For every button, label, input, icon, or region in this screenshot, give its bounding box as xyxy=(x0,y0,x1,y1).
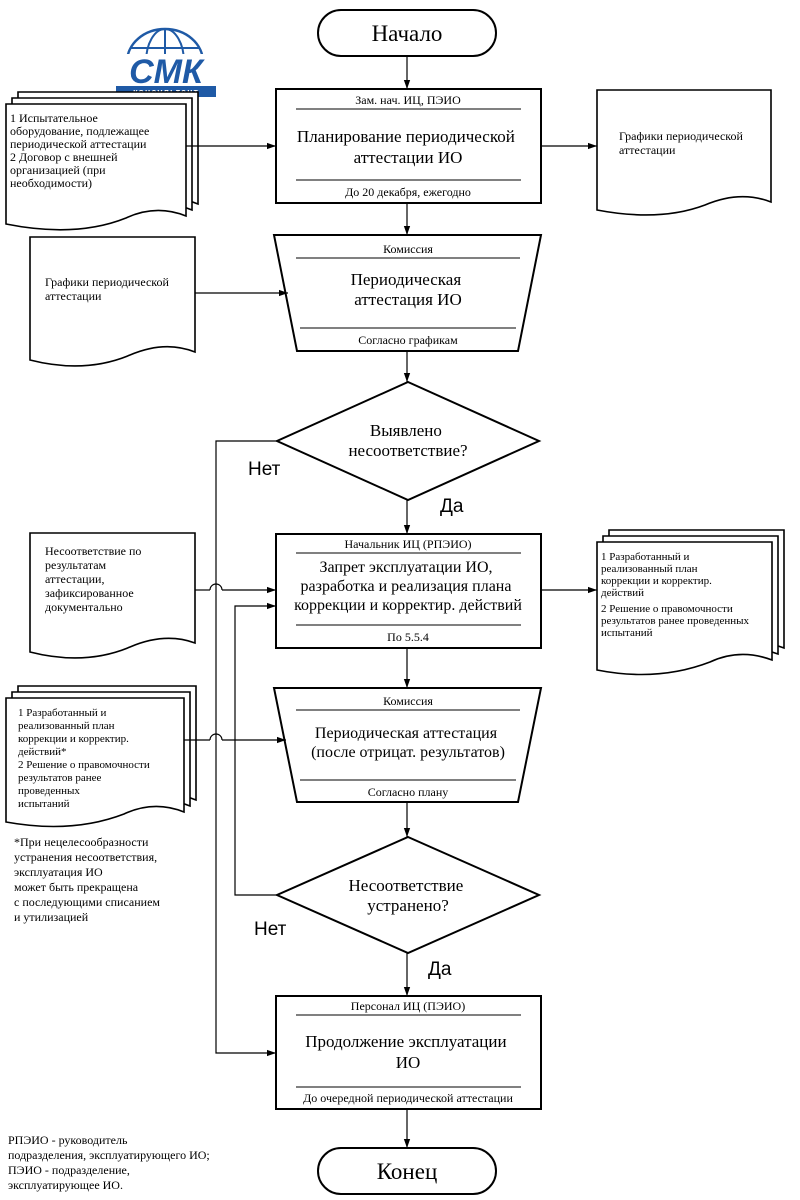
document-attestation-input-text: Графики периодической аттестации xyxy=(45,275,172,303)
attestation-role: Комиссия xyxy=(383,242,433,256)
logo-text: СМК xyxy=(129,53,205,91)
document-planning-inputs: 1 Испытательное оборудование, подлежащее… xyxy=(5,91,199,231)
reattestation-block: Комиссия Периодическая аттестация (после… xyxy=(272,687,543,803)
continue-title: Продолжение эксплуатации ИО xyxy=(305,1032,511,1072)
reattestation-title: Периодическая аттестация (после отрицат.… xyxy=(311,725,505,761)
end-terminator: Конец xyxy=(317,1147,497,1195)
logo: СМК консультант xyxy=(114,27,218,97)
planning-role: Зам. нач. ИЦ, ПЭИО xyxy=(355,93,461,107)
document-ban-input-text: Несоответствие по результатам аттестации… xyxy=(45,544,144,614)
document-ban-output-text: 1 Разработанный и реализованный план кор… xyxy=(601,551,752,639)
continue-block: Персонал ИЦ (ПЭИО) Продолжение эксплуата… xyxy=(275,995,542,1110)
decision-nonconformity-no: Нет xyxy=(248,459,281,480)
ban-block: Начальник ИЦ (РПЭИО) Запрет эксплуатации… xyxy=(275,533,542,649)
decision-eliminated-no: Нет xyxy=(254,919,287,940)
document-planning-inputs-text: 1 Испытательное оборудование, подлежащее… xyxy=(10,111,152,190)
decision-eliminated-text: Несоответствие устранено? xyxy=(349,876,468,915)
continue-deadline: До очередной периодической аттестации xyxy=(303,1091,513,1105)
document-reattestation-input: 1 Разработанный и реализованный план кор… xyxy=(5,685,197,828)
planning-title: Планирование периодической аттестации ИО xyxy=(297,127,519,167)
decision-eliminated: Несоответствие устранено? Нет Да xyxy=(254,835,542,980)
start-terminator: Начало xyxy=(317,9,497,57)
document-ban-input: Несоответствие по результатам аттестации… xyxy=(29,532,196,659)
decision-eliminated-yes: Да xyxy=(428,959,452,980)
connectors xyxy=(184,56,597,1148)
connector-no-to-ban xyxy=(234,602,277,896)
document-ban-output: 1 Разработанный и реализованный план кор… xyxy=(596,529,785,676)
footnote: *При нецелесообразности устранения несоо… xyxy=(14,835,163,924)
ban-deadline: По 5.5.4 xyxy=(387,630,429,644)
start-label: Начало xyxy=(372,21,443,46)
ban-role: Начальник ИЦ (РПЭИО) xyxy=(344,537,471,551)
attestation-deadline: Согласно графикам xyxy=(358,333,458,347)
decision-nonconformity-text: Выявлено несоответствие? xyxy=(348,421,467,460)
legend: РПЭИО - руководитель подразделения, эксп… xyxy=(8,1133,213,1192)
reattestation-role: Комиссия xyxy=(383,694,433,708)
document-attestation-input: Графики периодической аттестации xyxy=(29,236,196,367)
connector-no-to-continue xyxy=(215,440,277,1057)
planning-block: Зам. нач. ИЦ, ПЭИО Планирование периодич… xyxy=(275,88,542,204)
decision-nonconformity: Выявлено несоответствие? Нет Да xyxy=(248,380,542,517)
decision-nonconformity-yes: Да xyxy=(440,496,464,517)
attestation-title: Периодическая аттестация ИО xyxy=(351,270,466,309)
continue-role: Персонал ИЦ (ПЭИО) xyxy=(351,999,465,1013)
reattestation-deadline: Согласно плану xyxy=(368,785,449,799)
planning-deadline: До 20 декабря, ежегодно xyxy=(345,185,471,199)
document-planning-output-text: Графики периодической аттестации xyxy=(619,129,746,157)
attestation-block: Комиссия Периодическая аттестация ИО Сог… xyxy=(272,234,543,352)
document-planning-output: Графики периодической аттестации xyxy=(596,89,772,216)
end-label: Конец xyxy=(377,1159,438,1184)
ban-title: Запрет эксплуатации ИО, разработка и реа… xyxy=(294,559,522,614)
document-reattestation-input-text: 1 Разработанный и реализованный план кор… xyxy=(18,707,153,810)
